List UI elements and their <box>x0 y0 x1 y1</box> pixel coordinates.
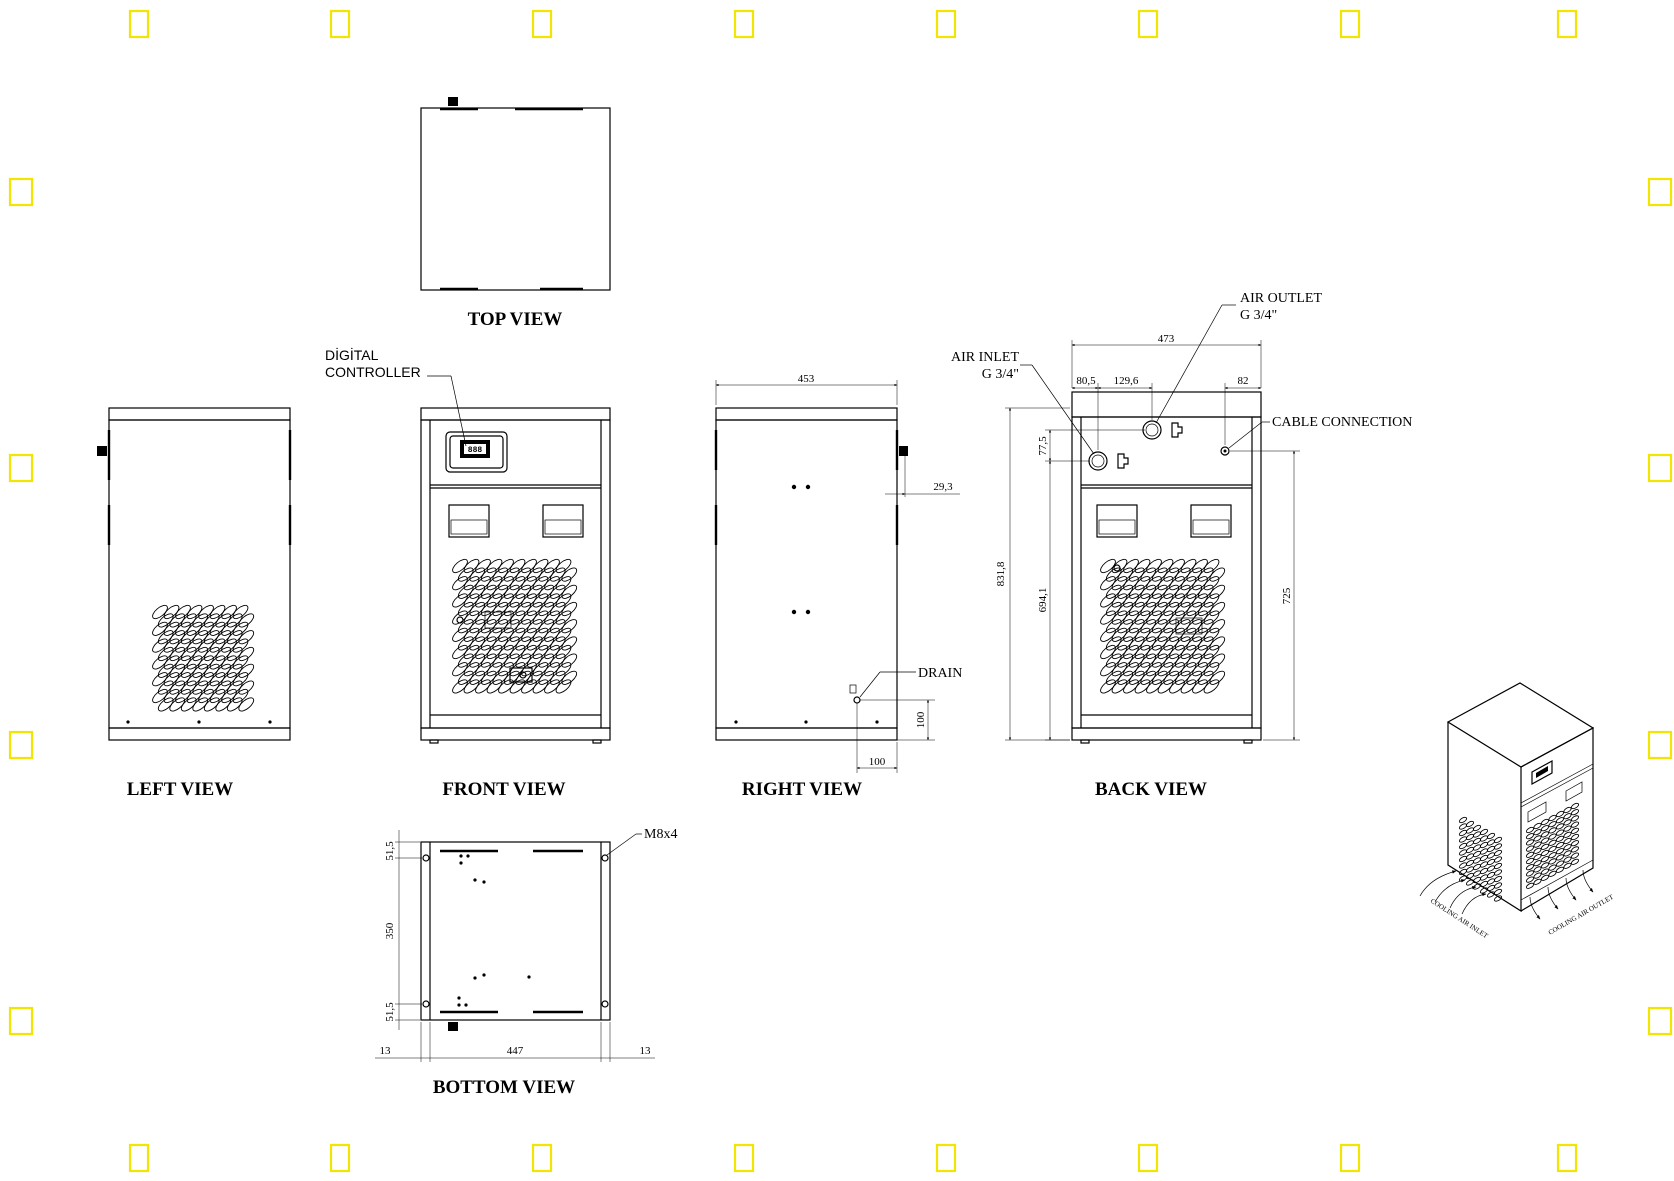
registration-mark <box>531 9 553 39</box>
registration-marks <box>8 9 1673 1173</box>
back-width-dim: 473 <box>1158 333 1175 345</box>
left-view-vent-grille <box>152 604 255 712</box>
isometric-view: COOLING AIR INLET COOLING AIR OUTLET <box>1419 682 1616 941</box>
bottom-view: 51,5 350 51,5 13 447 13 M8x4 BOTTOM VIEW <box>375 827 677 1098</box>
drain-depth-dim: 100 <box>869 756 886 768</box>
right-width-dim: 453 <box>798 373 815 385</box>
digital-controller <box>445 431 508 473</box>
bottom-view-title: BOTTOM VIEW <box>433 1077 575 1098</box>
back-cable-x-dim: 82 <box>1238 375 1249 387</box>
mounting-callout: M8x4 <box>644 827 677 842</box>
cooling-air-outlet-label: COOLING AIR OUTLET <box>1547 893 1616 937</box>
top-view: TOP VIEW <box>420 97 611 330</box>
registration-mark <box>329 9 351 39</box>
registration-mark <box>531 1143 553 1173</box>
bottom-edge-bottom-dim: 51,5 <box>384 1002 396 1022</box>
right-view: 453 29,3 DRAIN 100 100 RIGHT VIEW <box>714 373 962 800</box>
outlet-direction-symbol <box>1171 422 1183 438</box>
air-outlet-label-2: G 3/4" <box>1240 308 1277 323</box>
bottom-overhang-right-dim: 13 <box>640 1045 652 1057</box>
registration-mark <box>733 9 755 39</box>
mount-hole-bl <box>422 1000 430 1008</box>
top-view-title: TOP VIEW <box>468 309 563 330</box>
registration-mark <box>8 177 34 207</box>
back-total-height-dim: 831,8 <box>995 561 1007 586</box>
iso-side-grille <box>1458 816 1503 902</box>
cooling-inlet-arrows <box>1419 870 1487 915</box>
top-view-fitting <box>448 97 458 106</box>
cable-connection-label: CABLE CONNECTION <box>1272 415 1412 430</box>
mount-hole-tl <box>422 854 430 862</box>
registration-mark <box>1137 1143 1159 1173</box>
cooling-air-inlet-label: COOLING AIR INLET <box>1429 897 1490 941</box>
registration-mark <box>128 9 150 39</box>
registration-mark <box>8 1006 34 1036</box>
mount-hole-br <box>601 1000 609 1008</box>
registration-mark <box>329 1143 351 1173</box>
left-view-title: LEFT VIEW <box>127 779 233 800</box>
right-offset-dim: 29,3 <box>933 481 953 493</box>
bottom-overhang-left-dim: 13 <box>380 1045 392 1057</box>
mount-hole-tr <box>601 854 609 862</box>
right-view-title: RIGHT VIEW <box>742 779 862 800</box>
drain-label: DRAIN <box>918 666 962 681</box>
bottom-view-fitting <box>448 1022 458 1031</box>
back-vent-left <box>1096 504 1138 538</box>
iso-front-grille <box>1525 802 1580 889</box>
back-port-height-dim: 77,5 <box>1037 436 1049 456</box>
front-view-vent-grille <box>452 558 578 694</box>
back-cable-height-dim: 725 <box>1281 587 1293 604</box>
registration-mark <box>935 9 957 39</box>
back-view-title: BACK VIEW <box>1095 779 1207 800</box>
registration-mark <box>1647 453 1673 483</box>
air-inlet-label-2: G 3/4" <box>982 367 1019 382</box>
cable-connection-port <box>1220 446 1230 456</box>
digital-controller-label-2: CONTROLLER <box>325 364 421 380</box>
back-view: 473 80,5 129,6 82 77,5 831,8 694,1 725 <box>951 291 1412 800</box>
back-view-vent-grille <box>1100 558 1226 694</box>
registration-mark <box>1556 1143 1578 1173</box>
front-vent-left <box>448 504 490 538</box>
registration-mark <box>935 1143 957 1173</box>
registration-mark <box>1137 9 1159 39</box>
drain-port <box>853 696 861 704</box>
drain-height-dim: 100 <box>915 711 927 728</box>
front-view-title: FRONT VIEW <box>442 779 565 800</box>
left-view-fitting <box>97 446 107 456</box>
svg-text:888: 888 <box>468 446 483 455</box>
registration-mark <box>1647 1006 1673 1036</box>
front-vent-right <box>542 504 584 538</box>
air-inlet-label-1: AIR INLET <box>951 350 1019 365</box>
left-view: LEFT VIEW <box>97 407 292 800</box>
registration-mark <box>1647 730 1673 760</box>
air-outlet-label-1: AIR OUTLET <box>1240 291 1322 306</box>
back-outlet-spacing-dim: 129,6 <box>1114 375 1139 387</box>
back-port-level-dim: 694,1 <box>1037 588 1049 613</box>
bottom-edge-top-dim: 51,5 <box>384 841 396 861</box>
registration-mark <box>8 730 34 760</box>
right-view-fitting <box>899 446 908 456</box>
registration-mark <box>733 1143 755 1173</box>
registration-mark <box>1556 9 1578 39</box>
front-view: 888 FRONT VIEW DİGİTAL CONTROLLER <box>325 346 611 800</box>
back-vent-right <box>1190 504 1232 538</box>
digital-controller-label-1: DİGİTAL <box>325 346 379 363</box>
iso-controller <box>1531 759 1553 786</box>
bottom-span-dim: 350 <box>384 922 396 939</box>
registration-mark <box>128 1143 150 1173</box>
cooling-outlet-arrows <box>1529 869 1594 920</box>
inlet-direction-symbol <box>1117 453 1129 469</box>
back-inlet-x-dim: 80,5 <box>1076 375 1096 387</box>
bottom-width-dim: 447 <box>507 1045 524 1057</box>
registration-mark <box>1647 177 1673 207</box>
registration-mark <box>8 453 34 483</box>
registration-mark <box>1339 9 1361 39</box>
registration-mark <box>1339 1143 1361 1173</box>
